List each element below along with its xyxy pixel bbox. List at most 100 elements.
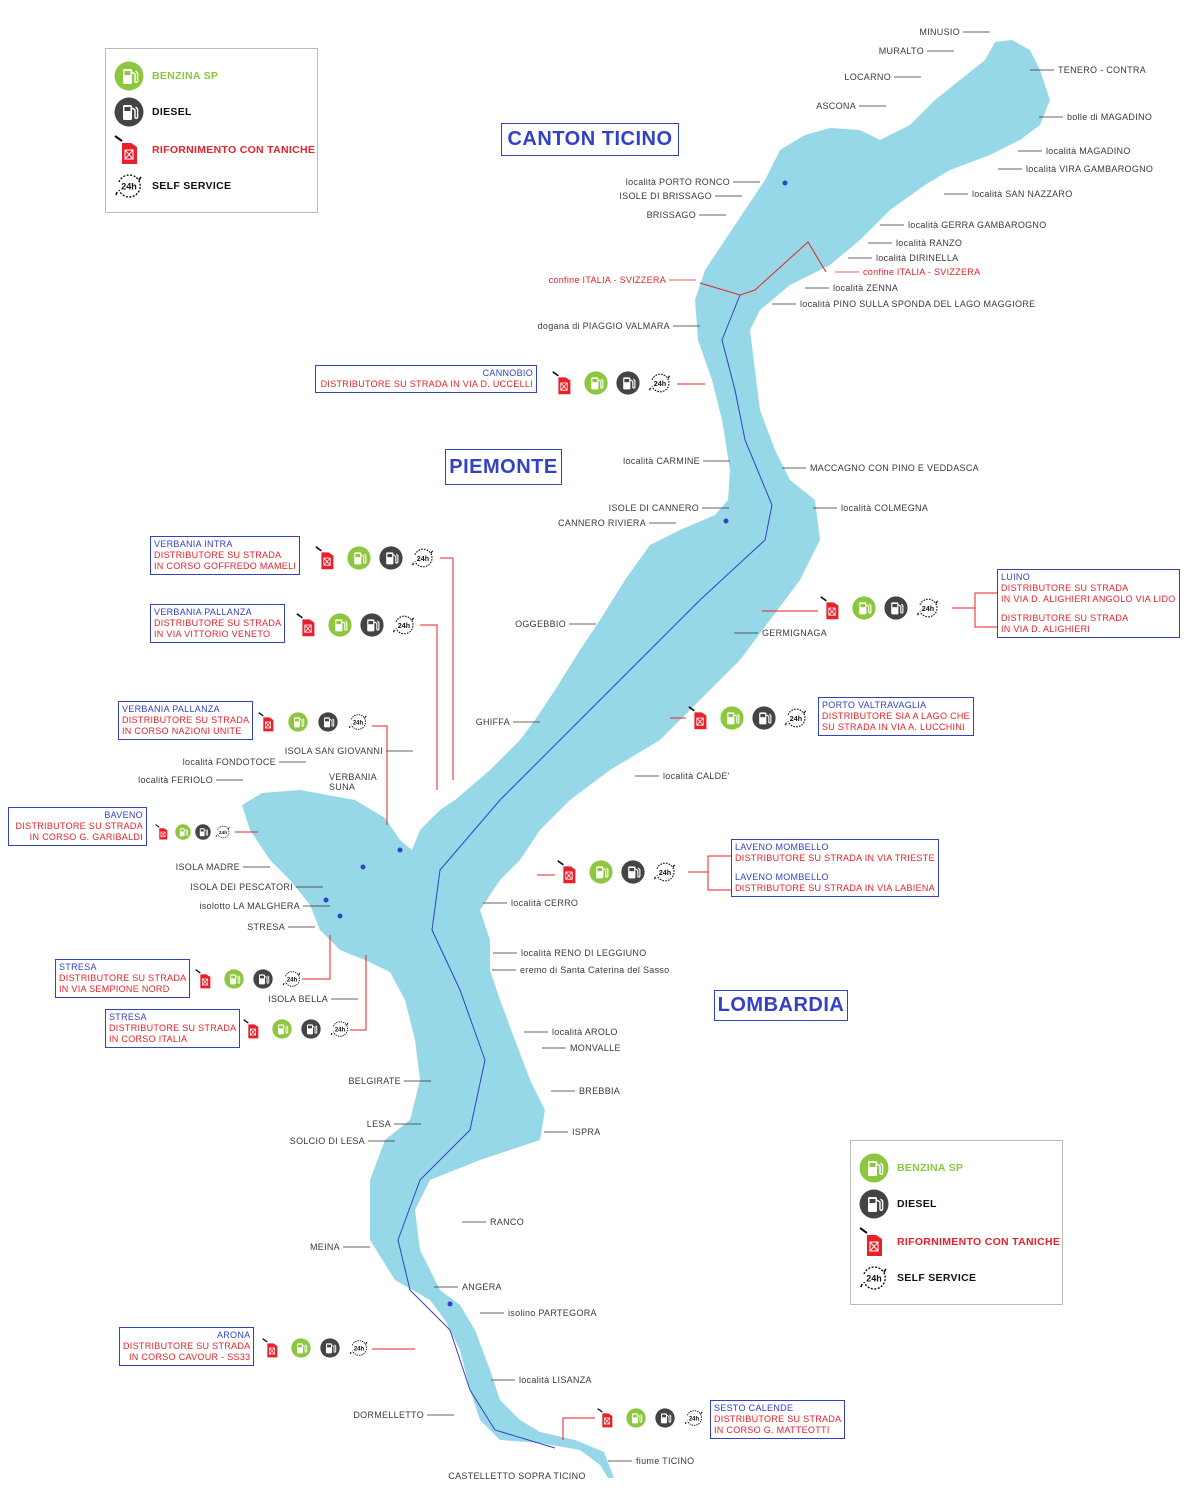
place-label: BRISSAGO <box>646 210 696 220</box>
place-label: località VIRA GAMBAROGNO <box>1026 164 1154 174</box>
dark-pump-icon <box>616 371 640 395</box>
green-pump-icon <box>589 860 613 884</box>
station-name: VERBANIA INTRA <box>154 539 233 549</box>
island-icon <box>337 913 343 919</box>
station-leader-line <box>372 725 388 825</box>
place-label: MACCAGNO CON PINO E VEDDASCA <box>810 463 979 473</box>
station-name: BAVENO <box>104 810 143 820</box>
place-label: località MAGADINO <box>1046 146 1131 156</box>
place-label: SOLCIO DI LESA <box>289 1136 365 1146</box>
station-address: DISTRIBUTORE SU STRADA <box>714 1414 842 1424</box>
station-address: IN CORSO ITALIA <box>109 1034 188 1044</box>
place-label: OGGEBBIO <box>515 619 566 629</box>
dark-pump-icon <box>114 97 144 127</box>
place-label: località FERIOLO <box>138 775 213 785</box>
island-icon <box>782 180 788 186</box>
place-label: confine ITALIA - SVIZZERA <box>548 275 666 285</box>
station-leader-line <box>562 1417 595 1440</box>
spacer <box>1001 605 1176 613</box>
legend-item: BENZINA SP <box>114 61 218 91</box>
clock-24h-icon <box>916 596 940 620</box>
station-address: IN VIA D. ALIGHIERI <box>1001 624 1091 634</box>
region-piemonte: PIEMONTE <box>445 449 562 485</box>
place-label: LESA <box>366 1119 391 1129</box>
station-address: DISTRIBUTORE SU STRADA <box>154 550 282 560</box>
clock-24h-icon <box>411 546 435 570</box>
legend-item: RIFORNIMENTO CON TANICHE <box>114 135 315 165</box>
jerrycan-icon <box>315 546 339 570</box>
place-label: BELGIRATE <box>348 1076 401 1086</box>
place-label: MURALTO <box>878 46 924 56</box>
station-address: IN CORSO NAZIONI UNITE <box>122 726 242 736</box>
place-label: VERBANIA <box>329 772 377 782</box>
dark-pump-icon <box>379 546 403 570</box>
clock-24h-icon <box>215 824 231 840</box>
island-icon <box>360 864 366 870</box>
jerrycan-icon <box>859 1227 889 1257</box>
dark-pump-icon <box>621 860 645 884</box>
clock-24h-icon <box>282 969 302 989</box>
station-leader-line <box>537 855 731 891</box>
jerrycan-icon <box>597 1408 617 1428</box>
legend-label: SELF SERVICE <box>152 180 232 192</box>
dark-pump-icon <box>253 969 273 989</box>
dark-pump-icon <box>360 613 384 637</box>
place-label: ISOLE DI CANNERO <box>608 503 699 513</box>
place-label: località COLMEGNA <box>841 503 929 513</box>
station-address: DISTRIBUTORE SU STRADA IN VIA D. UCCELLI <box>320 379 533 389</box>
legend-item: DIESEL <box>859 1189 937 1219</box>
place-label: località AROLO <box>552 1027 618 1037</box>
green-pump-icon <box>720 706 744 730</box>
legend-label: BENZINA SP <box>152 70 219 82</box>
place-label: località PINO SULLA SPONDA DEL LAGO MAGG… <box>800 299 1036 309</box>
place-label: STRESA <box>247 922 285 932</box>
island-icon <box>397 847 403 853</box>
place-label: ISOLA MADRE <box>175 862 240 872</box>
clock-24h-icon <box>349 1338 369 1358</box>
clock-24h-icon <box>114 171 144 201</box>
station-name: VERBANIA PALLANZA <box>154 607 252 617</box>
border-line <box>699 241 827 296</box>
dark-pump-icon <box>320 1338 340 1358</box>
place-label: MINUSIO <box>919 27 960 37</box>
jerrycan-icon <box>195 969 215 989</box>
station-name: STRESA <box>109 1012 147 1022</box>
place-label: MONVALLE <box>570 1043 621 1053</box>
legend-label: BENZINA SP <box>897 1162 964 1174</box>
place-label: GERMIGNAGA <box>762 628 828 638</box>
station-name: ARONA <box>216 1330 251 1340</box>
place-label: località ZENNA <box>833 283 899 293</box>
station-address: IN VIA SEMPIONE NORD <box>59 984 170 994</box>
station-leader-line <box>302 935 331 980</box>
station-name: VERBANIA PALLANZA <box>122 704 220 714</box>
green-pump-icon <box>291 1338 311 1358</box>
station-address: IN VIA D. ALIGHIERI ANGOLO VIA LIDO <box>1001 594 1176 604</box>
place-label: SUNA <box>329 782 356 792</box>
clock-24h-icon <box>784 706 808 730</box>
jerrycan-icon <box>262 1338 282 1358</box>
station-name: LAVENO MOMBELLO <box>735 842 829 852</box>
station-name: CANNOBIO <box>482 368 533 378</box>
place-label: ISPRA <box>572 1127 601 1137</box>
station-leader-line <box>440 557 454 780</box>
jerrycan-icon <box>820 596 844 620</box>
island-icon <box>723 518 729 524</box>
jerrycan-icon <box>552 371 576 395</box>
place-label: isolino PARTEGORA <box>508 1308 597 1318</box>
place-label: ISOLA BELLA <box>268 994 328 1004</box>
place-label: GHIFFA <box>475 717 510 727</box>
leader-lines <box>216 31 1063 1462</box>
place-label: località PORTO RONCO <box>625 177 730 187</box>
place-label: località DIRINELLA <box>876 253 959 263</box>
jerrycan-icon <box>688 706 712 730</box>
station-address: DISTRIBUTORE SU STRADA <box>59 973 187 983</box>
region-lombardia: LOMBARDIA <box>714 990 848 1021</box>
